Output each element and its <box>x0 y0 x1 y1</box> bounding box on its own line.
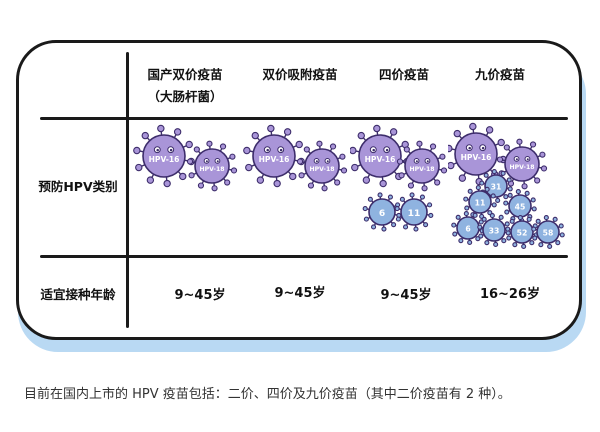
virus-hpv58: 58 <box>531 215 565 249</box>
virus-hpv16: HPV-16 <box>448 122 507 186</box>
virus-hpv45-label: 45 <box>515 202 526 211</box>
virus-hpv33: 33 <box>477 213 511 247</box>
age-adsorbed-bivalent: 9~45岁 <box>274 286 326 301</box>
header-domestic-bivalent: 国产双价疫苗 （大肠杆菌） <box>130 64 240 108</box>
virus-hpv18: HPV-18 <box>496 138 548 190</box>
virus-hpv16-label: HPV-16 <box>461 153 492 162</box>
virus-hpv18-label: HPV-18 <box>200 166 225 173</box>
header-nonavalent: 九价疫苗 <box>474 67 525 82</box>
row-label-age: 适宜接种年龄 <box>40 287 116 302</box>
virus-hpv16: HPV-16 <box>350 124 411 188</box>
label-column-divider <box>126 52 129 328</box>
row-label-hpv-types: 预防HPV类别 <box>38 179 118 194</box>
virus-hpv16-label: HPV-16 <box>149 155 180 164</box>
virus-hpv11-label: 11 <box>408 209 421 219</box>
virus-hpv33-label: 33 <box>489 226 500 235</box>
virus-hpv11: 11 <box>463 185 497 219</box>
virus-hpv52-label: 52 <box>517 228 528 237</box>
virus-hpv11: 11 <box>394 192 434 232</box>
header-domestic-bivalent-line2: （大肠杆菌） <box>147 89 223 104</box>
virus-hpv18-label: HPV-18 <box>310 166 335 173</box>
virus-hpv31-label: 31 <box>491 182 502 191</box>
virus-hpv6-label: 6 <box>465 224 470 233</box>
virus-hpv18: HPV-18 <box>296 140 348 192</box>
virus-hpv18: HPV-18 <box>396 140 448 192</box>
virus-hpv16: HPV-16 <box>133 124 195 188</box>
virus-hpv18: HPV-18 <box>186 140 238 192</box>
age-quadrivalent: 9~45岁 <box>380 288 432 303</box>
row-divider <box>40 255 568 258</box>
virus-hpv6: 6 <box>362 192 402 232</box>
virus-hpv11-label: 11 <box>475 198 486 207</box>
header-domestic-bivalent-line1: 国产双价疫苗 <box>147 67 223 82</box>
virus-hpv6-label: 6 <box>379 209 385 219</box>
header-quadrivalent: 四价疫苗 <box>378 67 429 82</box>
age-domestic-bivalent: 9~45岁 <box>174 288 226 303</box>
virus-hpv58-label: 58 <box>543 228 554 237</box>
virus-hpv18-label: HPV-18 <box>410 166 435 173</box>
header-divider <box>40 117 568 120</box>
virus-hpv18-label: HPV-18 <box>510 164 535 171</box>
age-nonavalent: 16~26岁 <box>479 287 541 302</box>
virus-hpv16: HPV-16 <box>243 124 305 188</box>
virus-hpv16-label: HPV-16 <box>365 155 396 164</box>
header-adsorbed-bivalent: 双价吸附疫苗 <box>262 67 338 82</box>
virus-hpv16-label: HPV-16 <box>259 155 290 164</box>
virus-hpv52: 52 <box>505 215 539 249</box>
caption: 目前在国内上市的 HPV 疫苗包括：二价、四价及九价疫苗（其中二价疫苗有 2 种… <box>24 387 511 402</box>
